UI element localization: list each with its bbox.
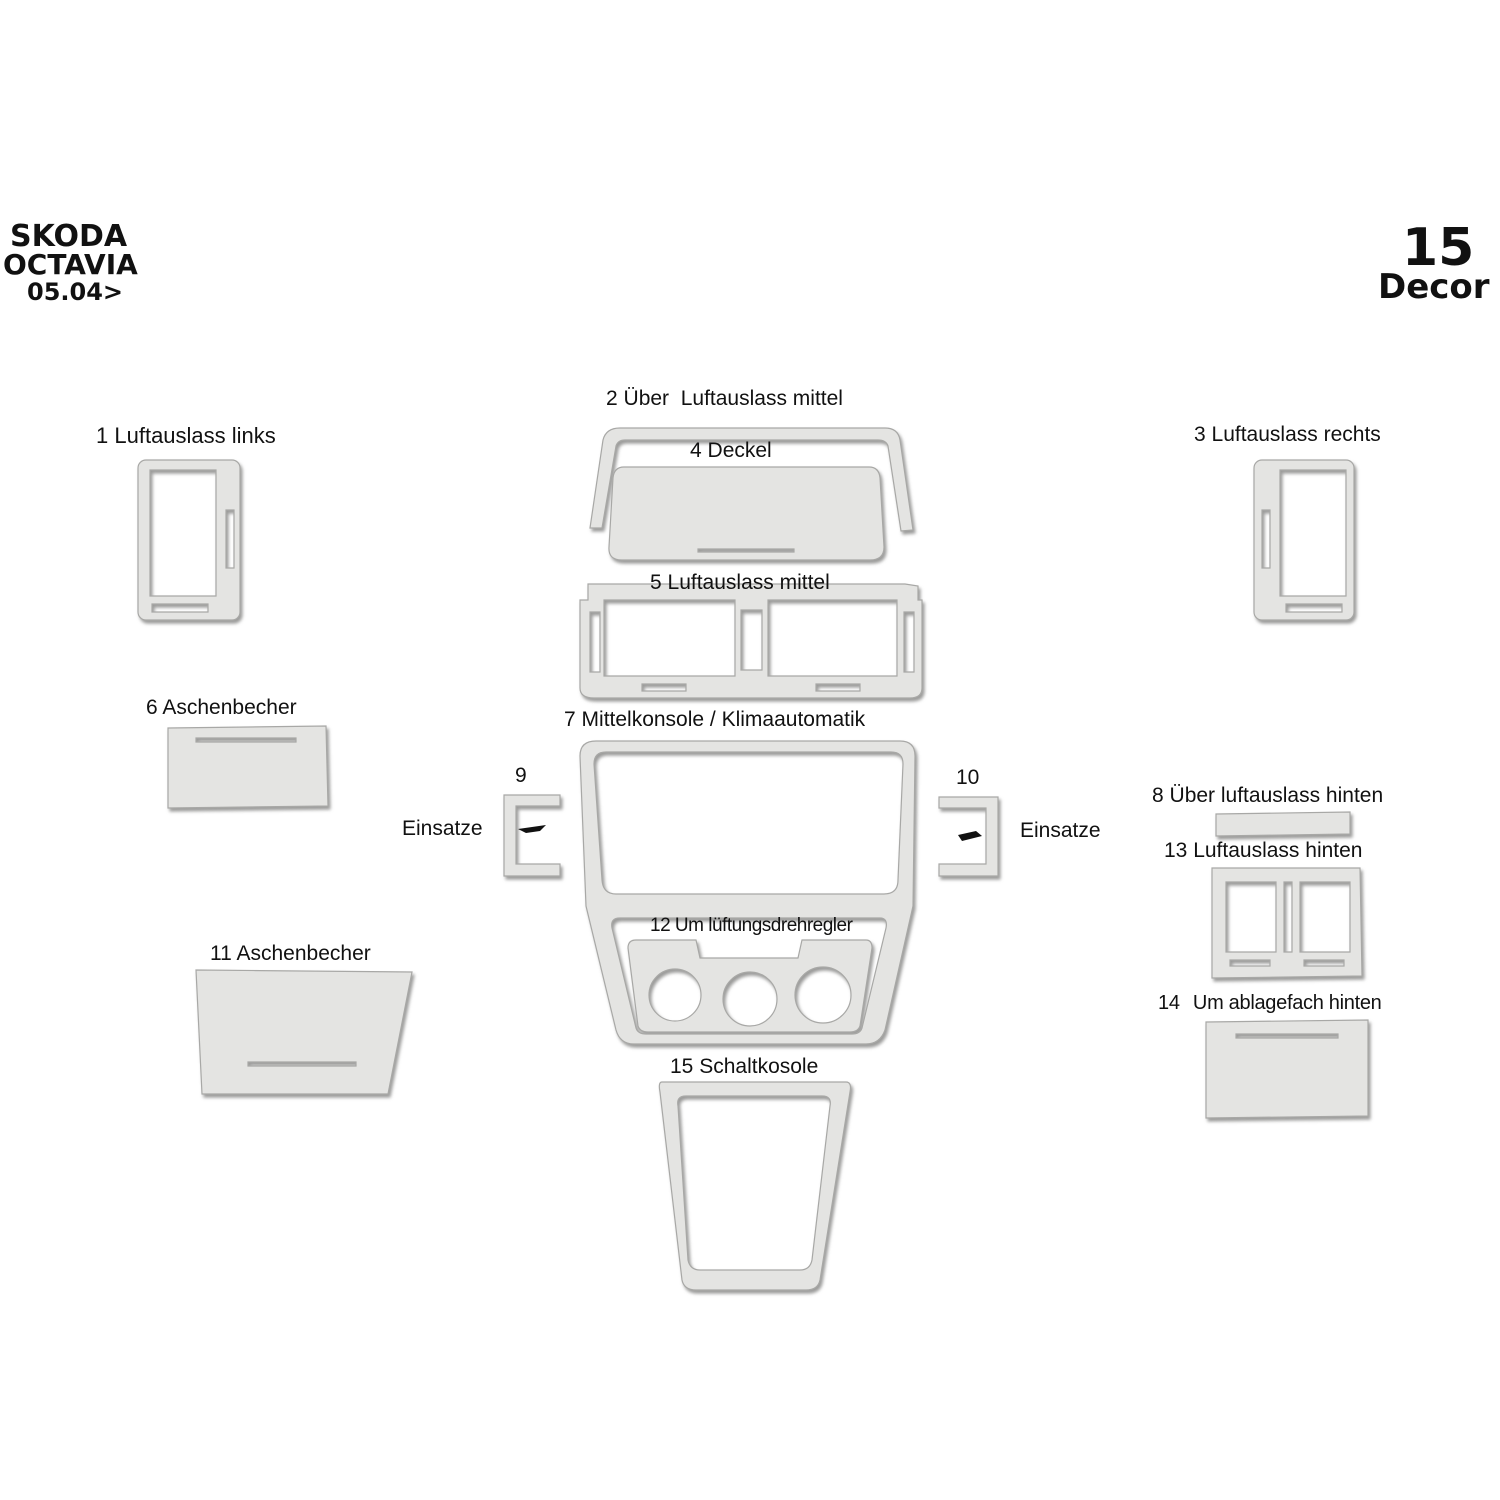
part-8-shape [1215, 811, 1351, 837]
brand-title: SKODA [10, 219, 128, 254]
part-11-number: 11 [210, 942, 232, 965]
part-13-name: Luftauslass hinten [1193, 839, 1363, 862]
part-11-shape [195, 969, 413, 1095]
part-13-number: 13 [1164, 839, 1188, 862]
part-8-name: Über luftauslass hinten [1169, 784, 1384, 807]
model-title: OCTAVIA [3, 248, 138, 281]
part-13-shape [1211, 867, 1363, 979]
part-label-1: 1 Luftauslass links [96, 425, 276, 447]
part-label-14: 14 Um ablagefach hinten [1158, 993, 1382, 1013]
part-11-name: Aschenbecher [236, 942, 371, 965]
part-8-number: 8 [1152, 784, 1164, 807]
part-7-name: Mittelkonsole / Klimaautomatik [581, 708, 866, 731]
part-4-shape [608, 466, 885, 561]
part-7-shape [579, 740, 916, 1045]
part-6-name: Aschenbecher [162, 696, 297, 719]
pointer-icon-right [958, 831, 982, 841]
part-3-name: Luftauslass rechts [1211, 423, 1381, 446]
part-1-shape [137, 459, 241, 621]
part-12-name: Um lüftungsdrehregler [674, 915, 853, 936]
kit-type: Decor [1378, 267, 1490, 307]
part-2-name: Über Luftauslass mittel [623, 387, 843, 410]
part-6-number: 6 [146, 696, 158, 719]
part-2-shape [589, 427, 914, 532]
part-label-3: 3 Luftauslass rechts [1194, 424, 1381, 445]
part-label-10-number: 10 [956, 766, 980, 789]
part-3-number: 3 [1194, 423, 1206, 446]
piece-count: 15 [1402, 218, 1475, 278]
part-5-name: Luftauslass mittel [667, 571, 830, 594]
part-15-name: Schaltkosole [699, 1055, 819, 1078]
part-6-shape [167, 725, 329, 809]
part-4-name: Deckel [707, 439, 772, 462]
part-12-shape [627, 939, 873, 1033]
part-14-name: Um ablagefach hinten [1192, 992, 1382, 1014]
part-14-shape [1205, 1019, 1369, 1119]
part-15-shape [658, 1081, 852, 1291]
part-label-15: 15 Schaltkosole [670, 1056, 818, 1077]
part-1-number: 1 [96, 423, 109, 448]
part-label-6: 6 Aschenbecher [146, 697, 297, 718]
part-15-number: 15 [670, 1055, 694, 1078]
part-2-number: 2 [606, 387, 618, 410]
part-10-shape [938, 796, 999, 877]
part-3-shape [1253, 459, 1355, 621]
part-label-9-number: 9 [515, 764, 527, 787]
part-5-number: 5 [650, 571, 662, 594]
part-label-5: 5 Luftauslass mittel [650, 572, 830, 593]
part-9-shape [503, 794, 561, 877]
part-1-name: Luftauslass links [114, 423, 276, 448]
part-5-shape [579, 583, 923, 699]
part-14-number: 14 [1158, 992, 1180, 1014]
part-label-10-name: Einsatze [1020, 819, 1101, 842]
pointer-icon-left [518, 825, 546, 833]
part-label-2: 2 Über Luftauslass mittel [606, 388, 843, 409]
part-label-7: 7 Mittelkonsole / Klimaautomatik [564, 709, 865, 730]
part-label-9-name: Einsatze [402, 817, 483, 840]
part-label-12: 12 Um lüftungsdrehregler [650, 915, 853, 936]
part-12-number: 12 [650, 915, 671, 936]
part-7-number: 7 [564, 708, 576, 731]
part-label-8: 8 Über luftauslass hinten [1152, 785, 1383, 806]
part-label-13: 13 Luftauslass hinten [1164, 840, 1363, 861]
part-label-11: 11 Aschenbecher [210, 943, 371, 964]
model-date: 05.04> [27, 278, 124, 306]
part-label-4: 4 Deckel [690, 440, 772, 461]
part-4-number: 4 [690, 439, 702, 462]
